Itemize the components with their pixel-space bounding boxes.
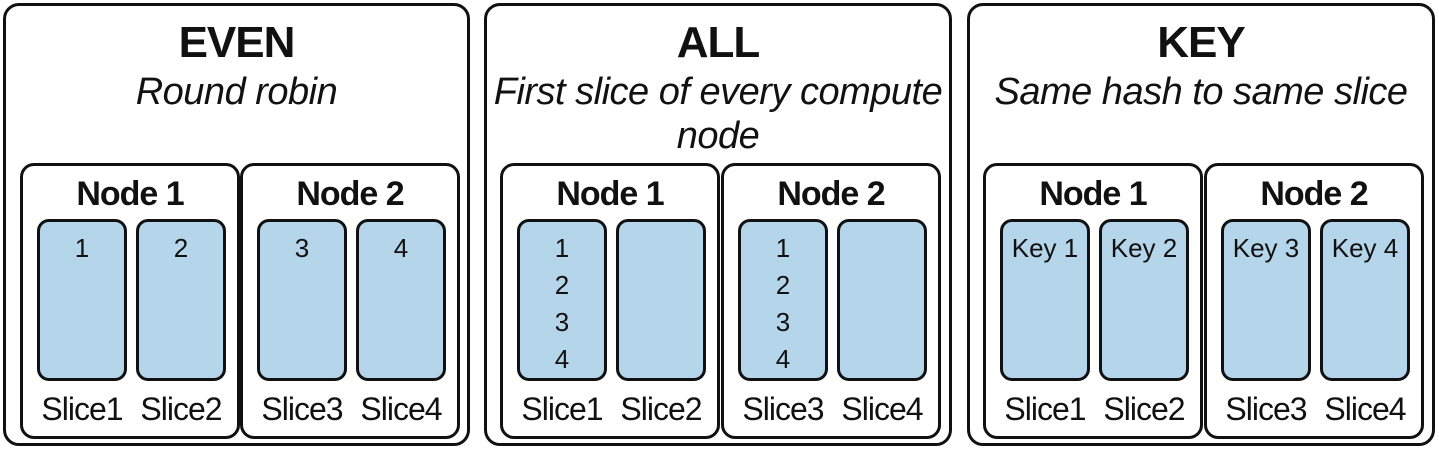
slice-box: Key 4 [1320,219,1410,381]
slice-box [616,219,706,381]
node-1: Node 1 1 2 3 4 Slice1 Slice2 [500,163,720,439]
panel-all: ALL First slice of every compute node No… [484,3,952,446]
slice-item: Key 4 [1331,233,1399,263]
panel-title: EVEN [178,18,296,67]
node-1: Node 1 1 2 Slice1 Slice2 [20,163,240,439]
slice-box: 2 [136,219,226,381]
slice-label: Slice1 [521,391,603,427]
slice-item: Key 2 [1110,233,1178,263]
slice-items: 4 [359,230,443,267]
node-2: Node 2 Key 3 Key 4 Slice3 Slice4 [1204,163,1424,439]
panel-subtitle: First slice of every compute [493,71,943,113]
slice-item: Key 1 [1011,233,1079,263]
slice-item: 4 [554,344,570,374]
slice-label: Slice1 [1004,391,1086,427]
node-2: Node 2 1 2 3 4 Slice3 Slice4 [721,163,941,439]
slice-item: 1 [74,233,90,263]
slice-items: Key 4 [1323,230,1407,267]
node-title: Node 2 [296,175,404,213]
slice-box [837,219,927,381]
slice-item: Key 3 [1232,233,1300,263]
panel-title: ALL [676,18,761,67]
node-title: Node 1 [556,175,664,213]
node-title: Node 2 [1260,175,1368,213]
slice-label: Slice3 [1225,391,1307,427]
slice-label: Slice4 [1324,391,1406,427]
slice-items: Key 1 [1003,230,1087,267]
slice-item: 3 [775,307,791,337]
slice-item: 2 [775,270,791,300]
slice-box: 1 2 3 4 [517,219,607,381]
slice-label: Slice2 [140,391,222,427]
slice-box: 1 [37,219,127,381]
slice-item: 4 [393,233,409,263]
slice-item: 1 [554,233,570,263]
slice-label: Slice3 [261,391,343,427]
slice-box: 3 [257,219,347,381]
slice-label: Slice1 [41,391,123,427]
slice-items: 2 [139,230,223,267]
slice-label: Slice2 [620,391,702,427]
panel-subtitle-continued: node [676,115,760,157]
slice-item: 3 [554,307,570,337]
node-title: Node 1 [1039,175,1147,213]
node-1: Node 1 Key 1 Key 2 Slice1 Slice2 [983,163,1203,439]
panel-even: EVEN Round robin Node 1 1 2 Slice1 Slice… [3,3,470,446]
slice-items: 3 [260,230,344,267]
slice-label: Slice4 [360,391,442,427]
slice-label: Slice2 [1103,391,1185,427]
slice-label: Slice4 [841,391,923,427]
node-2: Node 2 3 4 Slice3 Slice4 [240,163,460,439]
slice-item: 3 [294,233,310,263]
node-title: Node 1 [76,175,184,213]
slice-items: 1 [40,230,124,267]
slice-items: Key 2 [1102,230,1186,267]
slice-box: 1 2 3 4 [738,219,828,381]
slice-box: Key 1 [1000,219,1090,381]
slice-label: Slice3 [742,391,824,427]
panel-title: KEY [1157,18,1245,67]
slice-items: 1 2 3 4 [520,230,604,378]
panel-subtitle: Same hash to same slice [994,71,1408,113]
slice-items: 1 2 3 4 [741,230,825,378]
panel-subtitle: Round robin [135,71,338,113]
slice-item: 1 [775,233,791,263]
slice-items: Key 3 [1224,230,1308,267]
slice-box: 4 [356,219,446,381]
slice-box: Key 2 [1099,219,1189,381]
panel-key: KEY Same hash to same slice Node 1 Key 1… [967,3,1435,446]
node-title: Node 2 [777,175,885,213]
slice-item: 2 [173,233,189,263]
slice-item: 4 [775,344,791,374]
slice-item: 2 [554,270,570,300]
slice-box: Key 3 [1221,219,1311,381]
